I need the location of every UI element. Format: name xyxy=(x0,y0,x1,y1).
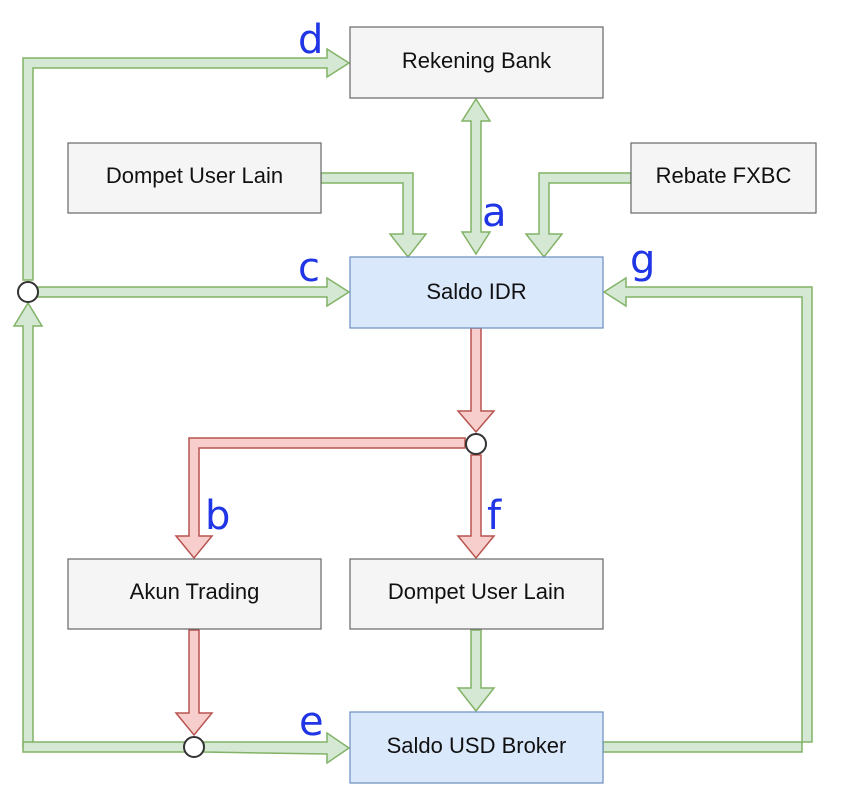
arrow-b xyxy=(174,437,466,560)
arrow-left-up xyxy=(12,301,44,748)
arrow-dompet-bottom xyxy=(456,629,496,713)
arrow-d xyxy=(22,47,351,281)
junction-bottom xyxy=(183,736,205,758)
label-g: g xyxy=(630,237,655,283)
box-label: Dompet User Lain xyxy=(106,163,283,188)
arrow-f xyxy=(456,454,496,560)
arrow-dompet-top xyxy=(320,172,428,259)
label-d: d xyxy=(298,17,323,63)
box-label: Akun Trading xyxy=(130,579,260,604)
arrow-e xyxy=(203,731,351,765)
arrow-rebate xyxy=(524,172,632,259)
junction-red xyxy=(465,433,487,455)
label-a: a xyxy=(482,190,507,236)
arrow-red-idr-down xyxy=(456,327,496,434)
box-rekening-bank: Rekening Bank xyxy=(349,26,604,99)
arrow-a xyxy=(460,97,492,256)
box-dompet-user-lain-top: Dompet User Lain xyxy=(67,142,322,214)
arrow-g xyxy=(602,276,813,753)
box-rebate-fxbc: Rebate FXBC xyxy=(630,142,817,214)
box-label: Rekening Bank xyxy=(402,48,552,73)
box-label: Rebate FXBC xyxy=(656,163,792,188)
label-b: b xyxy=(205,493,230,539)
arrow-red-akun-down xyxy=(174,629,214,737)
junction-left xyxy=(17,281,39,303)
arrow-bottom-left-connector xyxy=(22,741,188,753)
box-label: Saldo IDR xyxy=(426,279,526,304)
box-saldo-usd-broker: Saldo USD Broker xyxy=(349,711,604,784)
box-dompet-user-lain-bottom: Dompet User Lain xyxy=(349,558,604,630)
label-f: f xyxy=(487,493,502,539)
box-saldo-idr: Saldo IDR xyxy=(349,256,604,329)
arrow-c xyxy=(37,276,351,308)
box-akun-trading: Akun Trading xyxy=(67,558,322,630)
box-label: Saldo USD Broker xyxy=(387,733,567,758)
label-e: e xyxy=(299,699,324,745)
label-c: c xyxy=(298,245,320,291)
box-label: Dompet User Lain xyxy=(388,579,565,604)
